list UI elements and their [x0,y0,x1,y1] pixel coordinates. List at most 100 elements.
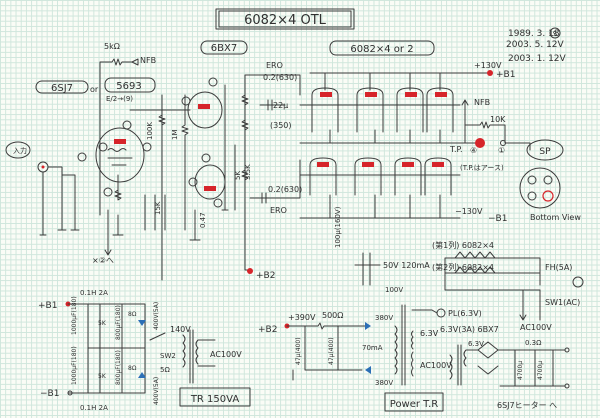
psu2-v1: 380V [375,314,393,322]
psu-b2: +B2 +390V 500Ω 47μ(400) 47μ(400) 380V 38… [258,304,482,412]
psu1-ac: AC100V [210,350,242,359]
input-tube-label: 6SJ7 [51,83,73,94]
psu2-cap-1: 47μ(400) [295,337,302,365]
date-3: 2003. 1. 12V [508,54,567,64]
alt-tube-note: E/2→(9) [106,95,133,103]
cap-22-v: (350) [270,121,292,130]
output-tube-top-2 [356,72,384,133]
date-mark: S [553,30,558,38]
psu1-cap-3: 800μF(180) [115,305,122,340]
heater-trans-label: 50V 120mA [383,261,430,270]
output-tube-bottom-1 [309,157,337,196]
psu1-tap: 140V [170,325,191,334]
heater-ac-label: AC100V [520,323,552,332]
output-tubes-label: 6082×4 or 2 [350,44,413,55]
b1-minus-volt: −130V [455,207,483,216]
r-10k-label: 10K [490,115,506,124]
psu1-trans-name: TR 150VA [190,394,240,405]
output-tube-top-1 [311,72,339,133]
tp-note: (T.P.はアース) [460,164,504,172]
output-stage: +130V +B1 ④ ① T.P. (T.P.はアース) NFB 10 [299,61,531,248]
b1-minus-output: −B1 [488,214,507,224]
input-tube [77,120,152,236]
heater-section: 50V 120mA 100V (第1列) 6082×4 (第2列) 6082×4… [354,240,584,332]
ero-bottom: ERO [270,206,287,215]
psu1-diode-bottom: 400V(5A) [153,377,160,405]
nfb-out-label: NFB [474,98,490,107]
c-047: 0.47 [199,212,207,228]
psu2-volt: +390V [288,313,316,322]
bottom-view-label: Bottom View [530,213,581,222]
heater-line-2: (第2列) 6082×4 [432,262,494,272]
speaker-output: SP [526,139,564,161]
title-text: 6082×4 OTL [244,13,327,28]
psu1-b1-plus: +B1 [38,301,57,311]
output-tube-bottom-4 [424,157,452,196]
b1-plus-volt: +130V [474,61,502,70]
driver-tube-label: 6BX7 [211,43,237,54]
psu2-v2: 380V [375,379,393,387]
psu3-r: 0.3Ω [525,339,542,347]
psu2-pl: PL(6.3V) [448,309,482,318]
psu1-sw2: SW2 [160,352,176,360]
cap-22: 22μ [273,101,288,110]
psu1-diode-top: 400V(5A) [153,302,160,330]
input-stage-labels: 6SJ7 or 5693 E/2→(9) 5kΩ NFB [35,42,156,103]
cap-100u: 100μ(160V) [334,206,342,248]
date-2: 2003. 5. 12V [506,40,565,50]
driver-tube [181,77,236,241]
psu2-ac: AC100V [420,361,452,370]
psu1-cap-2: 1000μF(180) [71,346,78,385]
b2-plus: +B2 [256,271,275,281]
r-5k-label: 5kΩ [104,42,120,51]
psu1-b1-minus: −B1 [40,389,59,399]
r-1m: 1M [171,130,179,141]
dates: 1989. 3. 18 S 2003. 5. 12V 2003. 1. 12V [506,27,567,64]
psu1-res-3: 8Ω [128,311,137,318]
r-5k-a: 5K [234,171,242,180]
nfb-label: NFB [140,56,156,65]
note-x2: ×②へ [92,256,114,265]
input-jack: 入力 [5,141,80,236]
sp-label: SP [539,147,551,157]
heater-cap-100: 100V [385,286,403,294]
ero-top: ERO [266,61,283,70]
psu3-cap-1: 4700μ [517,361,524,380]
psu1-res-2: 5K [98,373,107,380]
psu2-ma: 70mA [362,344,383,352]
tp-label: T.P. [449,145,463,154]
psu3-heater: 6.3V(3A) 6BX7 [440,325,499,334]
psu2-b2-plus: +B2 [258,325,277,335]
psu1-r5: 5Ω [160,366,170,374]
psu1-cap-1: 1000μF(180) [71,296,78,335]
title-box: 6082×4 OTL [215,8,355,30]
out-mark-1: ① [498,146,505,155]
psu2-cap-2: 47μ(400) [328,337,335,365]
psu2-r500: 500Ω [322,311,343,320]
output-tube-top-4 [426,72,454,133]
b1-plus: +B1 [496,70,515,80]
input-label: 入力 [13,146,27,155]
psu1-cap-4: 800μF(180) [115,350,122,385]
choke-bottom: 0.1H 2A [80,404,108,412]
cap-bottom: 0.2(630) [268,185,302,194]
psu-heater: 6.3V(3A) 6BX7 6.3V 0.3Ω 4700μ 4700μ 6SJ7… [440,325,570,410]
r-100k-a: 100K [146,122,154,140]
psu3-v63: 6.3V [468,340,484,348]
psu1-res-4: 8Ω [128,365,137,372]
psu-b1: +B1 −B1 0.1H 2A 0.1H 2A 1000μF(180) 1000… [38,289,251,412]
psu2-heater-63: 6.3V [420,329,439,338]
speaker-connector: Bottom View [519,167,581,222]
output-tube-bottom-3 [394,157,422,196]
r-3-5k: 3.5K [244,164,252,180]
psu1-res-1: 5K [98,320,107,327]
alt-tube-label: 5693 [116,81,141,92]
or-text: or [90,85,99,94]
output-tube-bottom-2 [354,157,382,196]
heater-line-1: (第1列) 6082×4 [432,240,494,250]
choke-top: 0.1H 2A [80,289,108,297]
psu3-note: 6SJ7ヒーター へ [497,401,557,410]
fuse-label: FH(5A) [545,263,572,272]
